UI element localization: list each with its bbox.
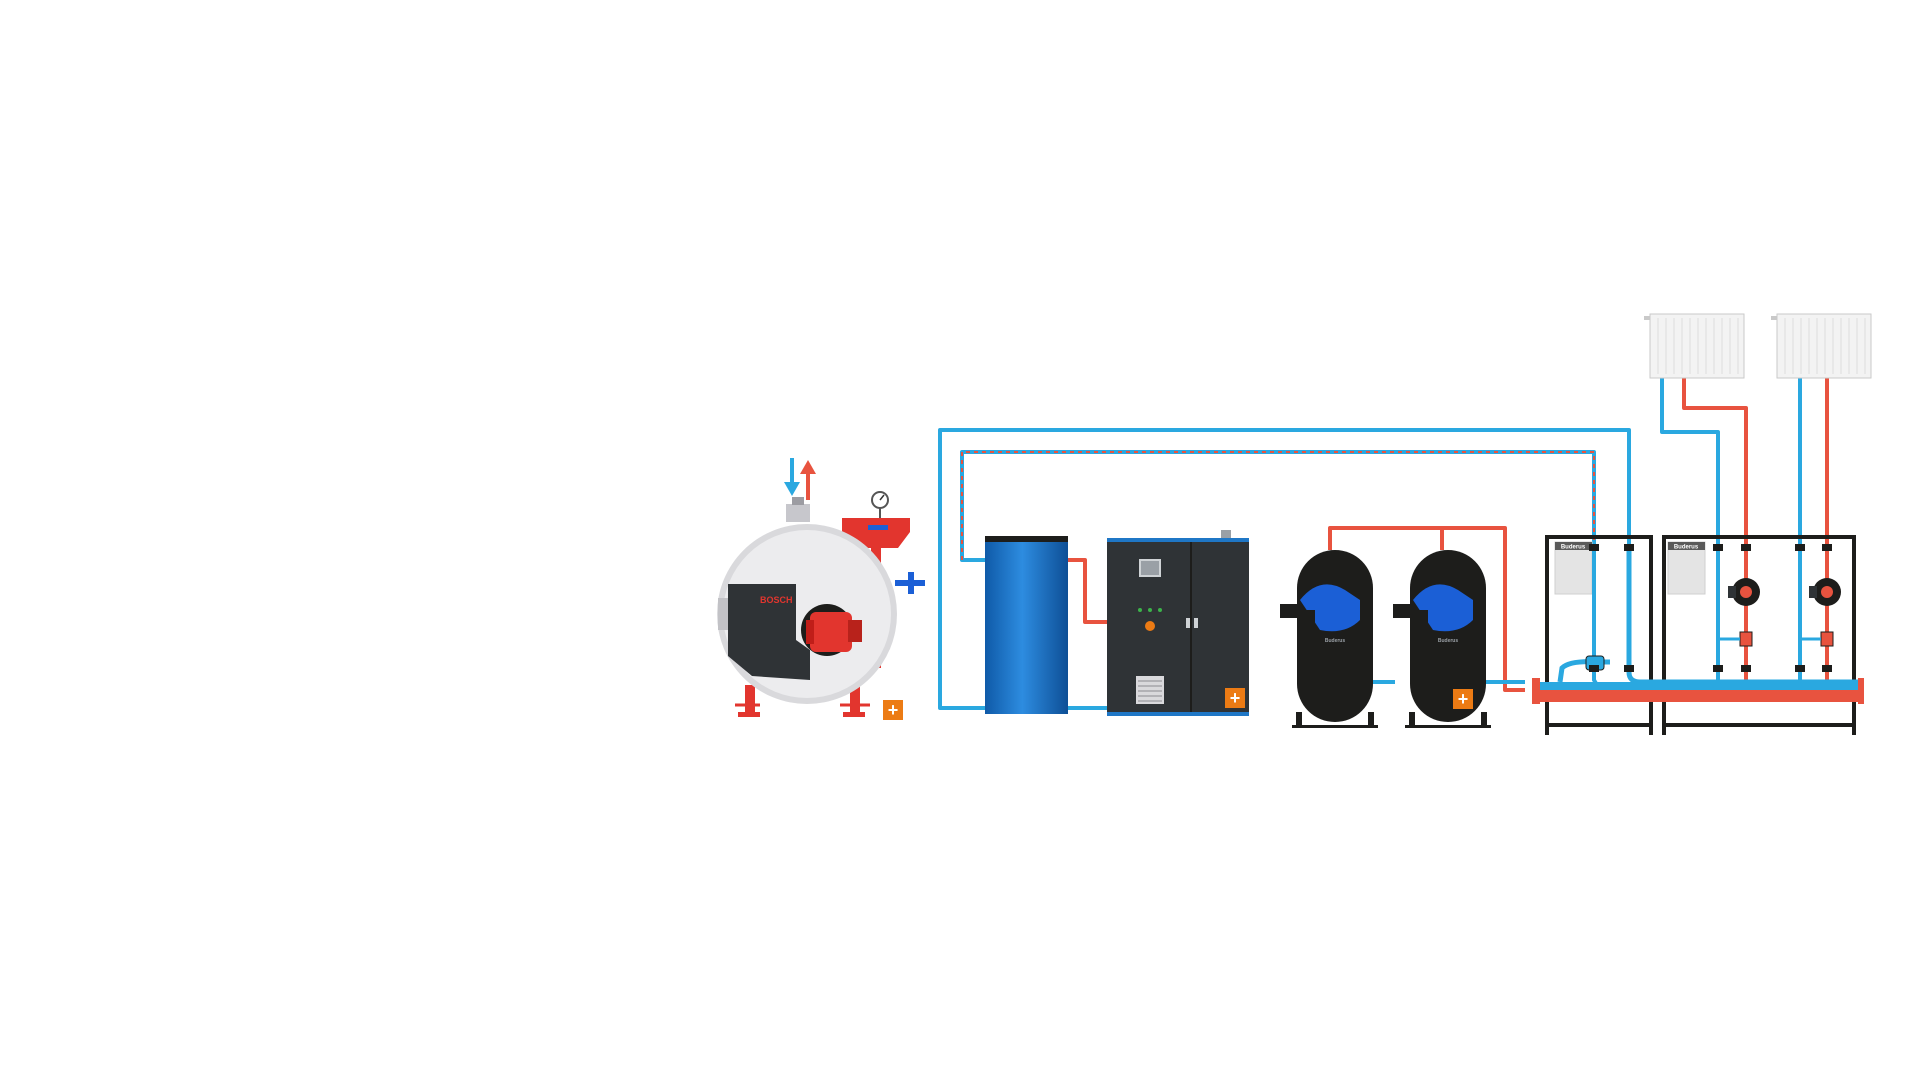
boiler-add-button[interactable]: + [883, 700, 903, 720]
distributor-control-panel-2[interactable]: Buderus [1667, 541, 1706, 595]
cabinet-trim [1107, 538, 1249, 542]
vessel-leg [1481, 712, 1487, 728]
vessel-leg [1409, 712, 1415, 728]
plus-icon: + [1458, 689, 1469, 709]
tank-body [985, 538, 1068, 714]
boiler-steam-header [842, 518, 910, 548]
radiator-fins [1784, 318, 1866, 374]
control-cabinet[interactable] [1107, 530, 1249, 716]
radiator-fins [1657, 318, 1739, 374]
indicator-led [1138, 608, 1142, 612]
radiator-1-return [1660, 378, 1720, 690]
radiator-valve [1644, 316, 1650, 320]
cabinet-body [1107, 538, 1249, 714]
radiator-1-supply [1682, 378, 1748, 690]
vessel-body [1297, 550, 1373, 722]
boiler-valve-handle [792, 497, 804, 505]
circulation-pump-1[interactable] [1728, 578, 1760, 606]
radiator-1[interactable] [1644, 313, 1745, 379]
burner [810, 612, 852, 652]
cabinet-vent [1136, 676, 1164, 704]
vessel-brand: Buderus [1325, 638, 1346, 644]
plus-icon: + [1230, 688, 1241, 708]
door-handle [1186, 618, 1190, 628]
steam-boiler[interactable]: BOSCH [717, 458, 925, 717]
boiler-leg-right [850, 685, 860, 715]
header-endcap-left [1532, 678, 1540, 704]
cabinet-top-vent [1221, 530, 1231, 538]
boiler-leg-left [745, 685, 755, 715]
cabinet-trim-bottom [1107, 712, 1249, 716]
header-endcap-right [1858, 678, 1864, 704]
expansion-vessel-2[interactable]: Buderus [1393, 550, 1491, 728]
boiler-control-panel [728, 584, 810, 680]
boiler-side-valve-body [908, 572, 914, 594]
mixing-valve-1[interactable] [1718, 631, 1753, 647]
return-pipe-main [938, 428, 1631, 710]
circulation-pump-2[interactable] [1809, 578, 1841, 606]
vessel-base [1292, 725, 1378, 728]
emergency-switch[interactable] [1145, 621, 1155, 631]
arrow-up-icon [800, 460, 816, 500]
vessel-pump-motor [1297, 610, 1315, 624]
burner-fan [848, 620, 862, 642]
boiler-foot [843, 712, 865, 717]
boiler-foot [738, 712, 760, 717]
vessel-inlet [1393, 604, 1413, 618]
mixed-pipe-loop-dash [961, 451, 1595, 560]
supply-header-bar [1538, 690, 1860, 702]
indicator-led [1158, 608, 1162, 612]
cabinet-display [1139, 559, 1161, 577]
plus-icon: + [888, 700, 899, 720]
door-handle [1194, 618, 1198, 628]
indicator-led [1148, 608, 1152, 612]
boiler-top-valve [786, 504, 810, 522]
vessel-pump-motor [1410, 610, 1428, 624]
boiler-brand: BOSCH [760, 595, 793, 605]
expansion-vessel-1[interactable]: Buderus [1280, 550, 1378, 728]
supply-pipe-vessels [1328, 526, 1525, 692]
distribution-frame-2[interactable] [1662, 535, 1856, 735]
radiator-valve [1771, 316, 1777, 320]
cabinet-add-button[interactable]: + [1225, 688, 1245, 708]
vessel-brand: Buderus [1438, 638, 1459, 644]
supply-pipe-tank-cabinet [1068, 558, 1107, 624]
vessel-inlet [1280, 604, 1300, 618]
vessel-body [1410, 550, 1486, 722]
cabinet-vent-lines [1138, 680, 1162, 702]
burner-flange [806, 620, 814, 644]
radiator-2[interactable] [1771, 313, 1872, 379]
arrow-down-icon [784, 458, 800, 496]
pressure-gauge-icon [871, 491, 889, 518]
vessel-leg [1368, 712, 1374, 728]
distributor-brand: Buderus [1561, 545, 1586, 551]
boiler-flange-left [718, 598, 730, 630]
valve-fittings [1589, 544, 1832, 672]
vessel-add-button[interactable]: + [1453, 689, 1473, 709]
boiler-level-valve [868, 525, 888, 530]
hydraulic-header [1532, 545, 1864, 704]
distribution-frame-1[interactable] [1545, 535, 1653, 735]
distributor-control-panel-1[interactable]: Buderus [1554, 541, 1593, 595]
distributor-brand: Buderus [1674, 545, 1699, 551]
storage-tank[interactable] [985, 536, 1068, 714]
return-header-bar [1538, 682, 1858, 690]
vessel-leg [1296, 712, 1302, 728]
tank-lid [985, 536, 1068, 542]
mixing-valve-2[interactable] [1800, 631, 1834, 647]
vessel-base [1405, 725, 1491, 728]
